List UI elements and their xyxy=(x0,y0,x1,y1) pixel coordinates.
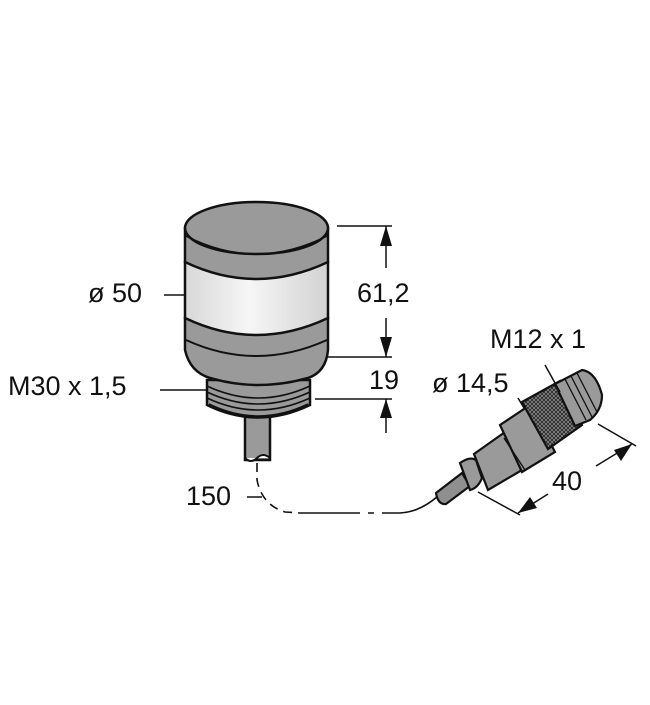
label-connector-thread: M12 x 1 xyxy=(490,324,586,354)
dimension-diameter-body: ø 50 xyxy=(88,278,185,308)
tower-light-body xyxy=(183,200,330,462)
cable-stub xyxy=(243,413,272,462)
label-diameter-body: ø 50 xyxy=(88,278,142,308)
dimension-connector-thread: M12 x 1 xyxy=(490,324,586,393)
thread-section xyxy=(205,378,312,419)
label-thread: M30 x 1,5 xyxy=(8,371,127,401)
dimension-connector-diameter: ø 14,5 xyxy=(432,368,525,409)
lower-housing xyxy=(183,316,330,387)
top-cap xyxy=(183,200,330,281)
label-cable-length: 150 xyxy=(186,481,231,511)
label-thread-height: 19 xyxy=(369,365,399,395)
label-connector-length: 40 xyxy=(552,466,582,496)
label-connector-diameter: ø 14,5 xyxy=(432,368,509,398)
lens-band xyxy=(183,260,330,337)
dimension-thread: M30 x 1,5 xyxy=(8,371,207,401)
label-height-body: 61,2 xyxy=(357,278,410,308)
dimension-thread-height: 19 xyxy=(315,365,399,433)
cable: 150 xyxy=(186,463,439,514)
m12-connector xyxy=(434,368,604,506)
dimension-connector-length: 40 xyxy=(477,423,637,516)
dimension-height-body: 61,2 xyxy=(328,225,410,358)
